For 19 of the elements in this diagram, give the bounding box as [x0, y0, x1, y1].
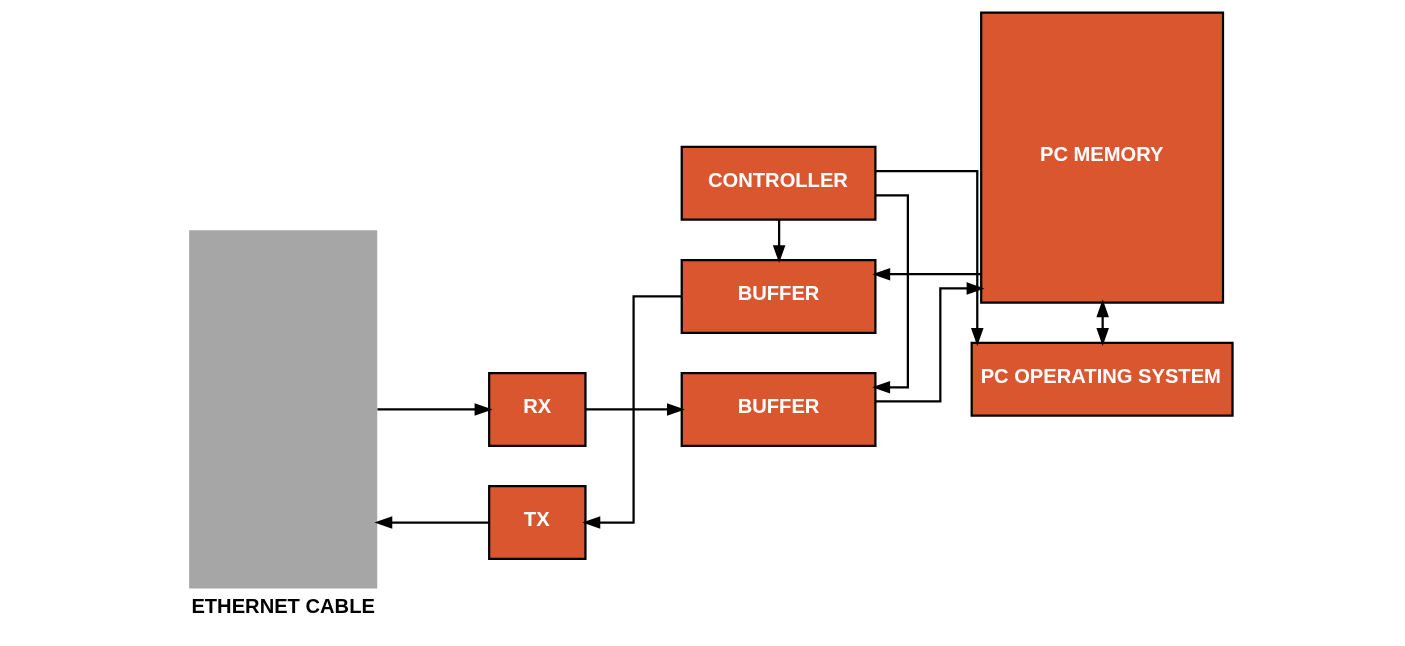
node-box: RX — [487, 372, 587, 447]
node-box: TX — [487, 485, 587, 561]
arrow — [871, 194, 909, 394]
arrow — [871, 267, 981, 281]
arrow — [373, 516, 489, 529]
arrow — [874, 282, 985, 403]
node-box: PC OPERATING SYSTEM — [970, 341, 1234, 417]
node-label: ETHERNET CABLE — [190, 594, 375, 617]
node-box: BUFFER — [680, 258, 876, 334]
node-box: CONTROLLER — [680, 145, 876, 221]
node-box: PC MEMORY — [979, 11, 1224, 304]
node-box: BUFFER — [680, 372, 876, 447]
arrow — [875, 170, 984, 346]
arrow — [581, 295, 681, 529]
arrow — [376, 403, 493, 416]
arrow — [772, 219, 785, 264]
arrow — [585, 403, 685, 416]
arrow — [1095, 299, 1109, 346]
node-box — [188, 230, 377, 589]
